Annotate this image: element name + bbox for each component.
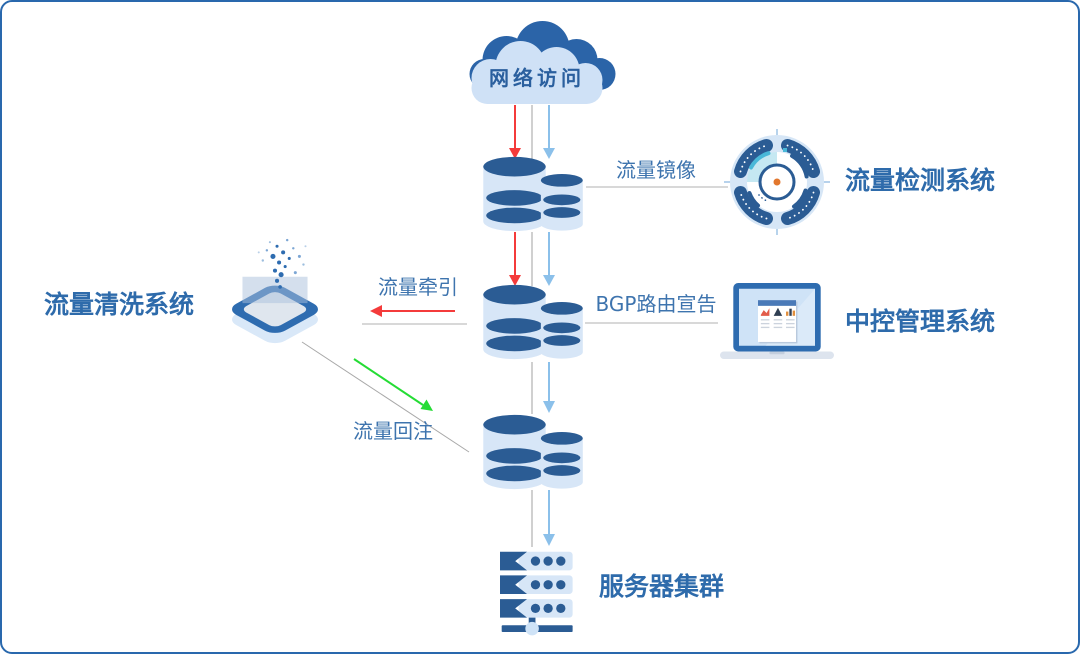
clean-arrowhead-4 — [543, 534, 555, 546]
box-particles — [257, 238, 307, 289]
cleaning-system-label: 流量清洗系统 — [44, 290, 195, 319]
big-cylinder — [483, 284, 546, 360]
box-filter-plane — [242, 276, 308, 304]
detection-system-label: 流量检测系统 — [845, 166, 996, 195]
mini-area-chart — [773, 307, 783, 316]
reinject-link-line — [301, 341, 470, 453]
server-unit-2 — [500, 575, 573, 594]
traffic-reinject-label: 流量回注 — [353, 419, 433, 443]
clean-arrowhead-3 — [543, 401, 555, 413]
server-cluster-label: 服务器集群 — [599, 572, 725, 601]
clean-arrowhead-1 — [543, 148, 555, 159]
cleaning-box-icon — [232, 238, 318, 344]
laptop-dashboard-card — [758, 300, 798, 344]
control-system-label: 中控管理系统 — [845, 307, 996, 336]
card-text-lines — [760, 319, 795, 329]
cloud-icon — [469, 21, 616, 104]
server-cluster-icon — [500, 551, 573, 636]
cloud-front — [471, 41, 603, 104]
server-unit-1 — [500, 551, 573, 571]
radar-marker-square — [783, 148, 787, 152]
router-stack-icon-bottom — [483, 414, 583, 490]
bgp-announce-label: BGP路由宣告 — [595, 292, 717, 316]
router-stack-icon-top — [483, 156, 583, 232]
reinject-arrowhead — [420, 399, 433, 411]
clean-arrowhead-2 — [543, 275, 555, 286]
radar-ring-arcs — [747, 151, 809, 209]
radar-center-dot — [773, 178, 781, 186]
server-unit-3 — [500, 599, 573, 618]
laptop-icon — [720, 283, 834, 360]
radar-bracket-dots — [739, 144, 815, 220]
cloud-label: 网络访问 — [489, 66, 585, 90]
small-cylinder — [540, 174, 583, 231]
server-stand — [501, 617, 573, 636]
traffic-pull-label: 流量牵引 — [378, 275, 458, 299]
attack-arrowhead-1 — [509, 148, 521, 159]
laptop-base-notch — [769, 351, 785, 355]
laptop-screen-shine — [765, 288, 815, 346]
traffic-mirror-label: 流量镜像 — [616, 158, 696, 182]
pull-arrowhead — [370, 305, 382, 317]
radar-dotted-arc — [758, 194, 767, 202]
mini-bar-chart — [786, 308, 796, 316]
router-stack-icon-middle — [483, 284, 583, 360]
small-cylinder — [540, 432, 583, 489]
big-cylinder — [483, 156, 546, 232]
radar-icon — [724, 129, 830, 235]
small-cylinder — [540, 302, 583, 359]
reinject-arrow-line — [353, 358, 424, 406]
attack-arrowhead-2 — [509, 275, 521, 286]
mini-line-chart — [760, 308, 770, 316]
laptop-base — [720, 351, 834, 360]
big-cylinder — [483, 414, 546, 490]
